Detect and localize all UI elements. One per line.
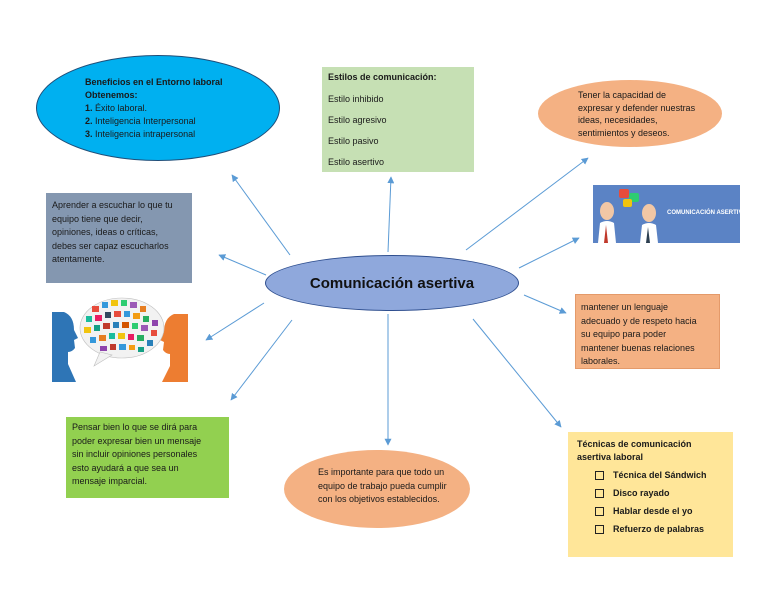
arrow-to-tecnicas <box>472 318 562 428</box>
text-line: expresar y defender nuestras <box>578 102 696 113</box>
benefits-title: Beneficios en el Entorno laboral <box>85 77 223 87</box>
text-line: equipo de trabajo pueda cumplir <box>318 480 447 491</box>
orange-head-icon <box>160 314 188 382</box>
text-line: poder expresar bien un mensaje <box>72 435 202 446</box>
central-title: Comunicación asertiva <box>309 274 475 292</box>
technique-item: Disco rayado <box>595 488 724 498</box>
capacity-ellipse: Tener la capacidad de expresar y defende… <box>538 80 722 147</box>
arrow-to-beneficios <box>231 174 291 256</box>
text-line: mensaje imparcial. <box>72 476 148 486</box>
techniques-title: Técnicas de comunicación asertiva labora… <box>577 439 692 462</box>
benefits-ellipse: Beneficios en el Entorno laboral Obtenem… <box>36 55 280 161</box>
text-line: laborales. <box>581 356 621 366</box>
arrow-to-lenguaje <box>523 294 567 314</box>
text-line: Aprender a escuchar lo que tu <box>52 200 173 210</box>
arrow-to-speech-image <box>205 302 265 341</box>
benefit-item: 1. Éxito laboral. <box>85 103 148 113</box>
text-line: opiniones, ideas o críticas, <box>52 227 159 237</box>
checkbox-icon <box>595 488 604 498</box>
styles-box: Estilos de comunicación: Estilo inhibido… <box>322 67 474 172</box>
benefit-item: 2. Inteligencia Interpersonal <box>85 116 196 126</box>
text-line: debes ser capaz escucharlos <box>52 240 169 251</box>
think-box: Pensar bien lo que se dirá para poder ex… <box>66 417 229 498</box>
checkbox-icon <box>595 506 604 516</box>
benefit-item: 3. Inteligencia intrapersonal <box>85 129 196 139</box>
listen-box: Aprender a escuchar lo que tu equipo tie… <box>46 193 192 283</box>
colorful-icons-cluster <box>84 300 158 352</box>
text-line: atentamente. <box>52 254 105 264</box>
style-item: Estilo pasivo <box>328 136 379 146</box>
checkbox-icon <box>595 470 604 480</box>
blue-head-icon <box>52 312 78 382</box>
arrow-to-escuchar <box>218 254 267 276</box>
style-item: Estilo inhibido <box>328 94 384 104</box>
assertive-communication-image: COMUNICACIÓN ASERTIVA <box>593 185 746 243</box>
text-line: Es importante para que todo un <box>318 467 445 477</box>
styles-title: Estilos de comunicación: <box>328 72 437 82</box>
technique-item: Técnica del Sándwich <box>595 470 724 480</box>
text-line: ideas, necesidades, <box>578 115 658 125</box>
benefits-subtitle: Obtenemos: <box>85 90 138 100</box>
arrow-to-capacidad <box>465 157 589 251</box>
arrow-to-pensar <box>230 319 293 401</box>
technique-item: Hablar desde el yo <box>595 506 724 516</box>
central-node: Comunicación asertiva <box>265 255 519 311</box>
speech-bubble-image <box>52 297 188 382</box>
text-line: mantener buenas relaciones <box>581 342 695 353</box>
text-line: adecuado y de respeto hacia <box>581 315 697 326</box>
checkbox-icon <box>595 524 604 534</box>
importance-ellipse: Es importante para que todo un equipo de… <box>284 450 470 528</box>
text-line: sin incluir opiniones personales <box>72 449 198 459</box>
style-item: Estilo asertivo <box>328 157 385 167</box>
style-item: Estilo agresivo <box>328 115 387 125</box>
image-caption: COMUNICACIÓN ASERTIVA <box>667 210 747 216</box>
text-line: con los objetivos establecidos. <box>318 494 440 504</box>
text-line: Pensar bien lo que se dirá para <box>72 422 198 432</box>
text-line: equipo tiene que decir, <box>52 213 143 224</box>
text-line: Tener la capacidad de <box>578 90 667 100</box>
text-line: su equipo para poder <box>581 329 667 339</box>
arrow-to-estilos <box>387 176 395 253</box>
text-line: sentimientos y deseos. <box>578 127 670 138</box>
text-line: mantener un lenguaje <box>581 302 669 312</box>
language-box: mantener un lenguaje adecuado y de respe… <box>575 294 720 369</box>
technique-item: Refuerzo de palabras <box>595 524 724 534</box>
two-people-talking-icon <box>593 185 740 243</box>
arrow-to-comm-image <box>518 237 580 269</box>
techniques-box: Técnicas de comunicación asertiva labora… <box>568 432 733 557</box>
text-line: esto ayudará a que sea un <box>72 462 179 473</box>
